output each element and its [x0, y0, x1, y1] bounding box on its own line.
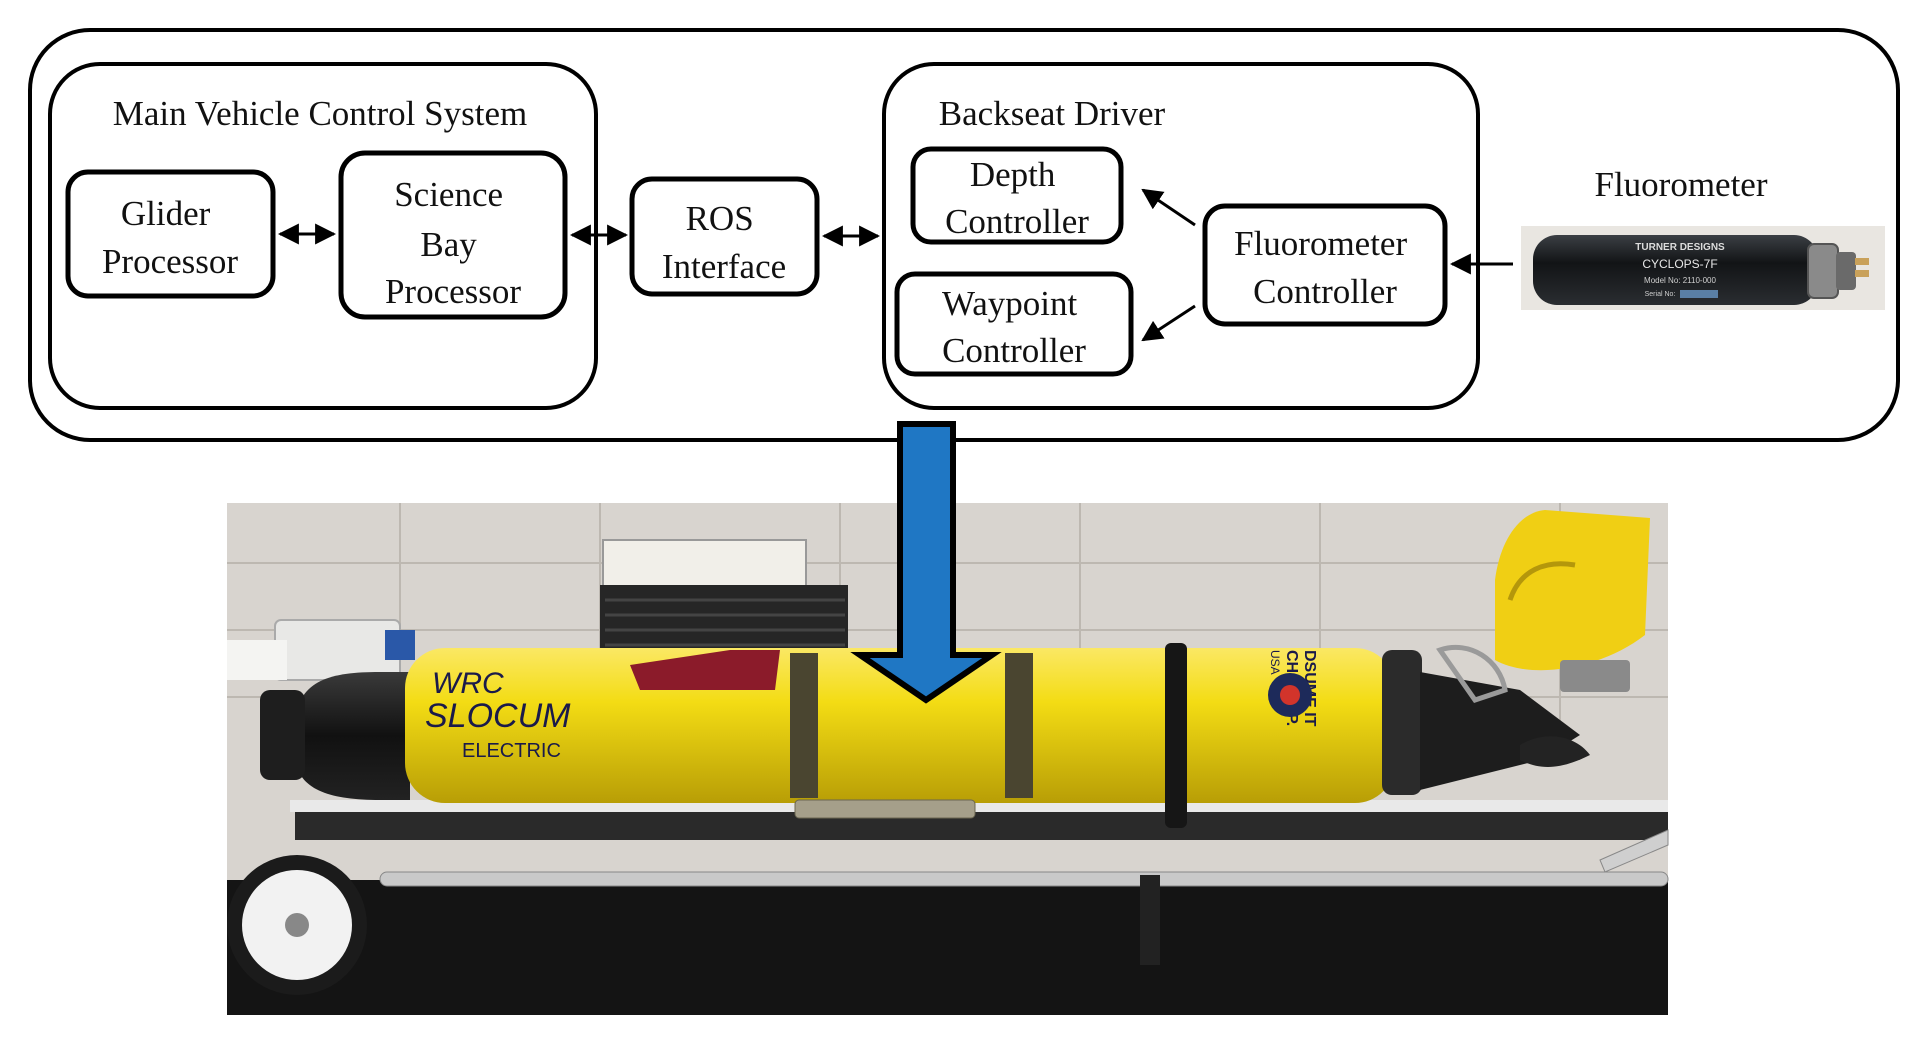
main-vehicle-control-system-title: Main Vehicle Control System	[113, 94, 527, 133]
sensor-serial-text: Serial No:	[1645, 291, 1676, 298]
cart-wheel	[227, 855, 367, 995]
depth-controller-label: Depth Controller	[945, 155, 1089, 241]
glider-text-slocum: SLOCUM	[425, 697, 571, 735]
waypoint-controller-box	[894, 271, 1134, 377]
waypoint-controller-label: Waypoint Controller	[942, 284, 1086, 370]
big-blue-arrow	[850, 421, 1002, 704]
science-bay-processor-label: Science Bay Processor	[385, 175, 521, 311]
white-box	[602, 539, 807, 591]
sensor-model-no-text: Model No: 2110-000	[1644, 276, 1716, 285]
glider-text-wrc: WRC	[432, 667, 504, 700]
ros-interface-box	[629, 176, 820, 297]
depth-controller-box	[910, 146, 1124, 245]
arrow-fluoro-to-waypoint	[1141, 304, 1196, 342]
system-diagram: Main Vehicle Control System Glider Proce…	[28, 28, 1900, 442]
fluorometer-controller-box	[1202, 203, 1448, 327]
instrument-box	[274, 619, 401, 681]
science-bay-processor-box	[338, 150, 568, 320]
glider-rudder	[1495, 510, 1650, 671]
glider-processor-label: Glider Processor	[102, 194, 238, 281]
glider-processor-box	[65, 169, 276, 299]
fluorometer-controller-label: Fluorometer Controller	[1234, 224, 1416, 311]
sensor-brand-text: TURNER DESIGNS	[1635, 242, 1725, 253]
fluorometer-sensor-photo: TURNER DESIGNS CYCLOPS-7F Model No: 2110…	[1521, 226, 1885, 310]
glider-side-text-3: USA	[1268, 650, 1282, 675]
arrow-fluoro-to-depth	[1141, 188, 1196, 227]
ros-interface-label: ROS Interface	[662, 199, 786, 286]
glider-text-electric: ELECTRIC	[462, 740, 561, 762]
backseat-driver-title: Backseat Driver	[939, 94, 1166, 133]
sensor-model-text: CYCLOPS-7F	[1642, 257, 1717, 271]
fluorometer-label: Fluorometer	[1594, 165, 1767, 204]
